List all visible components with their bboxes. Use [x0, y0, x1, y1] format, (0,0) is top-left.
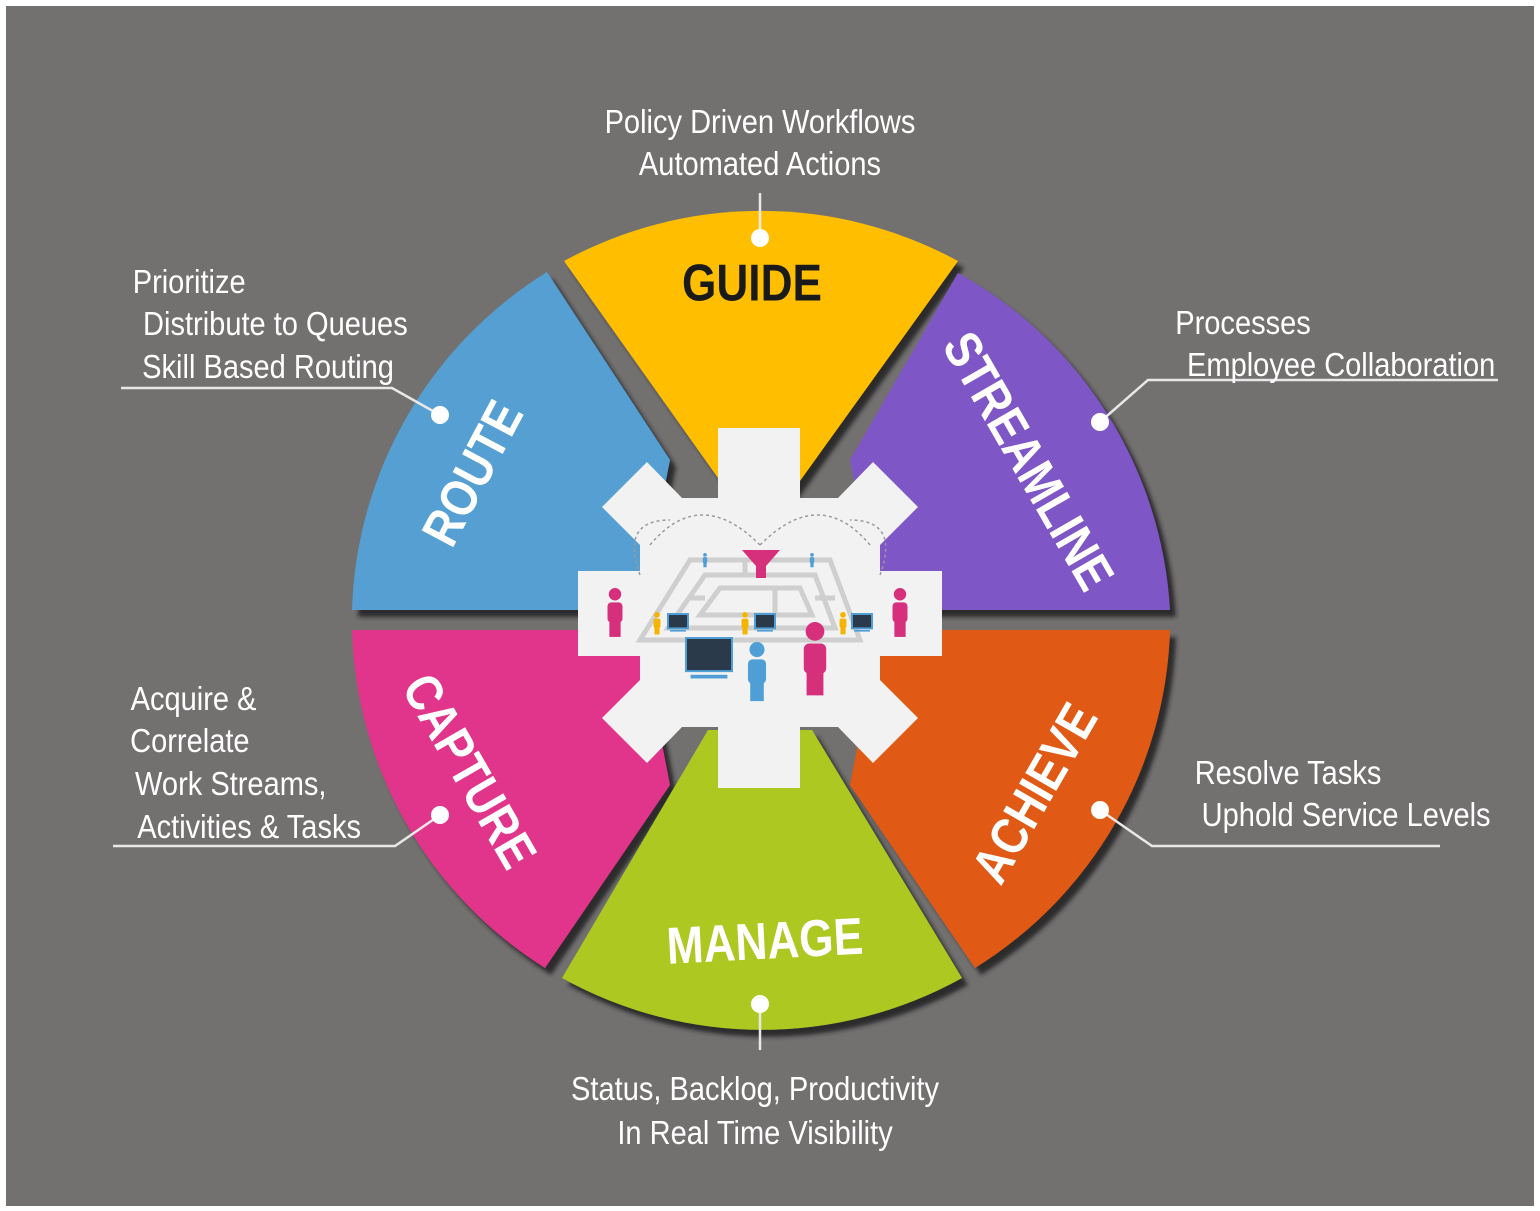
- callout-leaders: [113, 193, 1498, 1050]
- callout-dots: [431, 229, 1109, 1013]
- monitor-icon-2: [754, 613, 776, 632]
- callout-route-line-2: Distribute to Queues: [143, 305, 408, 342]
- callout-manage-line-2: In Real Time Visibility: [617, 1114, 893, 1151]
- callout-achieve-line-1: Resolve Tasks: [1195, 754, 1382, 791]
- agent-icon-4: [702, 553, 708, 568]
- leader-achieve: [1099, 808, 1440, 848]
- dot-manage: [751, 995, 769, 1013]
- callout-capture: Acquire & Correlate Work Streams, Activi…: [130, 680, 361, 845]
- callout-capture-line-4: Activities & Tasks: [137, 808, 361, 845]
- dot-achieve: [1091, 801, 1109, 819]
- callout-route-line-1: Prioritize: [133, 263, 246, 300]
- person-icon-right: [892, 588, 908, 637]
- agent-icon-3: [839, 612, 847, 635]
- callout-route: Prioritize Distribute to Queues Skill Ba…: [133, 263, 408, 385]
- hub: [578, 428, 942, 788]
- callout-manage: Status, Backlog, Productivity In Real Ti…: [571, 1070, 939, 1151]
- people-icons: [607, 553, 908, 702]
- agent-icon-1: [653, 612, 661, 635]
- callout-achieve-line-2: Uphold Service Levels: [1202, 796, 1491, 833]
- agent-icon-5: [809, 553, 815, 568]
- agent-icon-2: [741, 612, 749, 635]
- hub-gear-shape: [578, 428, 942, 788]
- wheel: [352, 210, 1170, 1030]
- leader-streamline: [1099, 378, 1498, 423]
- monitor-icon-main: [685, 637, 733, 679]
- segment-streamline: [850, 273, 1170, 610]
- dot-route: [431, 406, 449, 424]
- segment-guide: [564, 210, 958, 492]
- callout-manage-line-1: Status, Backlog, Productivity: [571, 1070, 939, 1107]
- callout-capture-line-3: Work Streams,: [135, 765, 326, 802]
- segment-achieve: [850, 630, 1170, 968]
- callout-route-line-3: Skill Based Routing: [142, 348, 394, 385]
- dot-guide: [751, 229, 769, 247]
- segment-capture: [352, 630, 670, 968]
- dot-streamline: [1091, 413, 1109, 431]
- callout-capture-line-2: Correlate: [130, 722, 249, 759]
- callout-streamline-line-2: Employee Collaboration: [1187, 346, 1495, 383]
- label-guide: GUIDE: [682, 254, 822, 312]
- label-manage: MANAGE: [665, 907, 864, 975]
- person-icon-left: [607, 588, 623, 637]
- leader-capture: [113, 813, 441, 848]
- flow-arrows-icon: [633, 514, 887, 576]
- user-avatar-icon: [747, 642, 767, 702]
- callout-guide: Policy Driven Workflows Automated Action…: [605, 103, 916, 182]
- segment-manage: [562, 730, 962, 1030]
- callout-streamline: Processes Employee Collaboration: [1175, 304, 1495, 383]
- dot-capture: [431, 806, 449, 824]
- callout-capture-line-1: Acquire &: [131, 680, 257, 717]
- funnel-icon: [742, 550, 780, 578]
- callout-streamline-line-1: Processes: [1175, 304, 1311, 341]
- monitor-icon-3: [851, 613, 873, 632]
- segment-route: [352, 272, 670, 610]
- leader-route: [121, 386, 441, 417]
- person-icon-standing: [803, 622, 827, 696]
- callout-guide-line-1: Policy Driven Workflows: [605, 103, 916, 140]
- callout-achieve: Resolve Tasks Uphold Service Levels: [1195, 754, 1491, 833]
- monitor-icon-1: [667, 613, 689, 632]
- callout-guide-line-2: Automated Actions: [639, 145, 881, 182]
